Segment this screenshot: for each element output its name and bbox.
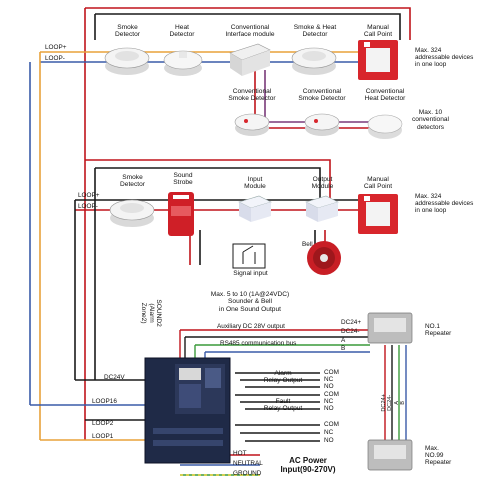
top-manual-call-point-device	[358, 40, 398, 80]
dc24-minus-label: DC24-	[341, 328, 360, 335]
repeater-1-device	[367, 312, 413, 344]
middle-loop-plus-label: LOOP+	[78, 192, 100, 199]
top-heat-detector-device	[163, 50, 203, 76]
top-smoke-heat-detector-device	[291, 47, 337, 75]
sound-strobe-device	[168, 192, 194, 236]
conv-smoke-detector-2-device	[304, 113, 340, 136]
sound-com-label: COM	[324, 421, 339, 428]
top-manual-call-point-label: Manual Call Point	[363, 24, 393, 39]
top-loop-minus-label: LOOP-	[45, 55, 65, 62]
middle-max-devices-note: Max. 324 addressable devices in one loop	[415, 193, 474, 214]
fault-nc-label: NC	[324, 398, 334, 405]
conventional-interface-module-device	[229, 43, 271, 76]
input-module-label: Input Module	[244, 176, 266, 191]
middle-loop-minus-label: LOOP-	[78, 203, 98, 210]
sound-no-label: NO	[324, 437, 334, 444]
ac-power-label: AC Power Input(90-270V)	[280, 456, 336, 474]
top-heat-detector-label: Heat Detector	[169, 24, 195, 39]
alarm-nc-label: NC	[324, 376, 334, 383]
middle-smoke-detector-label: Smoke Detector	[120, 174, 145, 189]
sound2-label: SOUND2 (Alarm Zone2)	[140, 299, 163, 327]
signal-input-label: Signal input	[233, 270, 268, 277]
dc24-plus-label: DC24+	[341, 319, 362, 326]
repeater-99-label: Max. NO.99 Repeater	[425, 445, 452, 466]
panel-output-wires	[30, 329, 407, 476]
top-smoke-heat-detector-label: Smoke & Heat Detector	[293, 24, 337, 39]
alarm-com-label: COM	[324, 369, 339, 376]
sounder-note: Max. 5 to 10 (1A@24VDC) Sounder & Bell i…	[210, 291, 290, 313]
repeater-1-label: NO.1 Repeater	[425, 323, 452, 337]
bell-label: Bell	[302, 241, 313, 248]
middle-smoke-detector-device	[109, 199, 155, 227]
alarm-no-label: NO	[324, 383, 334, 390]
rs485-bus-label: RS485 communication bus	[220, 340, 297, 347]
conv-smoke-detector-1-label: Conventional Smoke Detector	[228, 88, 276, 103]
conv-smoke-detector-1-device	[234, 113, 270, 136]
output-module-label: Output Module	[311, 176, 334, 191]
conv-smoke-detector-2-label: Conventional Smoke Detector	[298, 88, 346, 103]
max-conventional-note: Max. 10 conventional detectors	[411, 109, 450, 131]
signal-input-switch	[232, 243, 266, 269]
conventional-interface-module-label: Conventional Interface module	[225, 24, 275, 39]
bell-device	[307, 241, 341, 275]
top-smoke-detector-device	[104, 47, 150, 75]
top-max-devices-note: Max. 324 addressable devices in one loop	[415, 47, 474, 68]
bus-b-label: B	[341, 345, 346, 352]
alarm-relay-label: Alarm Relay Output	[263, 370, 303, 385]
hot-label: HOT	[233, 450, 247, 457]
loop16-label: LOOP16	[92, 398, 117, 405]
dc24v-label: DC24V	[104, 374, 125, 381]
vertical-bus-label: DC24+ DC24- A B	[381, 394, 407, 412]
top-smoke-detector-label: Smoke Detector	[115, 24, 140, 39]
fault-relay-label: Fault Relay Output	[263, 398, 303, 413]
loop2-label: LOOP2	[92, 420, 114, 427]
neutral-label: NEUTRAL	[233, 460, 263, 467]
loop1-label: LOOP1	[92, 433, 114, 440]
input-module-device	[238, 195, 272, 222]
middle-manual-call-point-device	[358, 194, 398, 234]
conv-heat-detector-device	[367, 114, 403, 139]
top-loop-plus-label: LOOP+	[45, 44, 67, 51]
auxiliary-output-label: Auxiliary DC 28V output	[217, 323, 285, 330]
fault-no-label: NO	[324, 405, 334, 412]
middle-manual-call-point-label: Manual Call Point	[363, 176, 393, 191]
sound-nc-label: NC	[324, 429, 334, 436]
sound-strobe-label: Sound Strobe	[173, 172, 193, 187]
fire-alarm-control-panel	[144, 357, 231, 464]
repeater-99-device	[367, 439, 413, 471]
fault-com-label: COM	[324, 391, 339, 398]
output-module-device	[305, 195, 339, 222]
ground-label: GROUND	[233, 470, 262, 477]
conv-heat-detector-label: Conventional Heat Detector	[364, 88, 406, 103]
bus-a-label: A	[341, 337, 346, 344]
